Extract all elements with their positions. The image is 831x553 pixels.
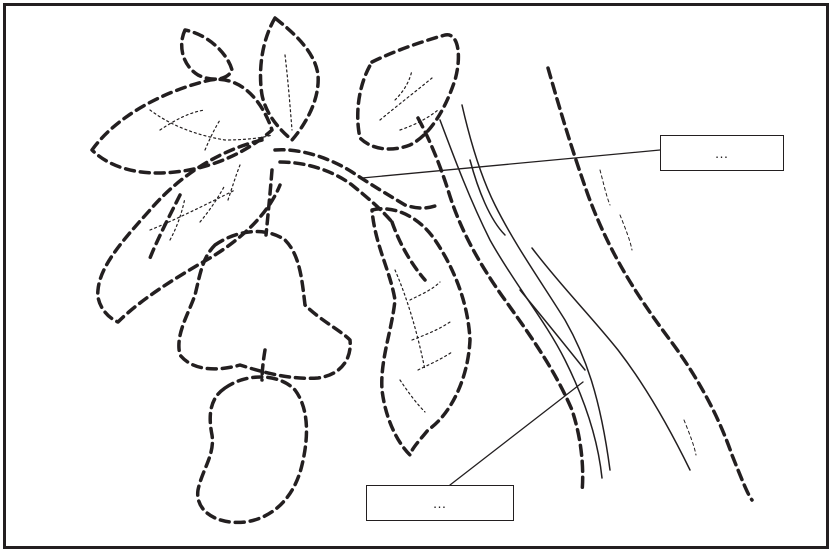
leaf-veins [149, 54, 453, 413]
label-box-branch: … [660, 135, 784, 171]
label-text-trunk: … [432, 495, 448, 511]
trunk-detail-marks [599, 169, 697, 456]
leaf-outlines [90, 16, 472, 525]
trunk-outline [416, 66, 754, 502]
leader-lines [361, 149, 661, 486]
label-box-trunk: … [366, 485, 514, 521]
trunk-bark-lines [439, 104, 691, 479]
frame-border [3, 3, 829, 549]
label-text-branch: … [714, 145, 730, 161]
